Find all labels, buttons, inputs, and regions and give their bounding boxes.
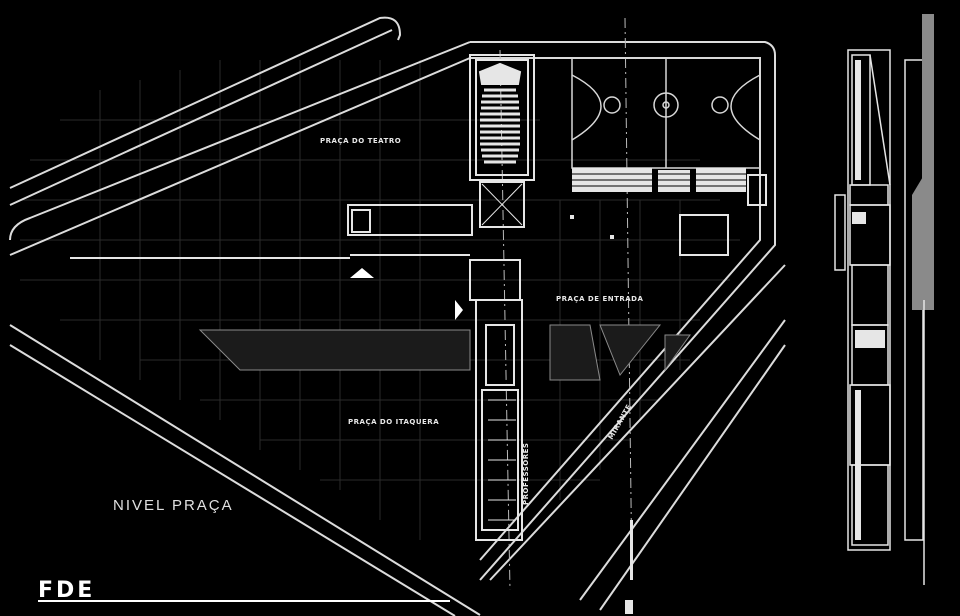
axis-lines [499,17,633,591]
entrance-arrows [350,268,463,320]
section-fills [852,60,885,540]
section-elevation [834,49,924,551]
label-praca-teatro: PRAÇA DO TEATRO [320,137,401,145]
paved-zones [198,324,691,381]
building-walls [70,174,767,541]
label-praca-entrada: PRAÇA DE ENTRADA [556,295,643,303]
label-praca-itaquera: PRAÇA DO ITAQUERA [348,418,439,426]
label-professores: PROFESSORES [522,443,530,505]
fde-logo: FDE [38,578,95,603]
theatre-auditorium [469,54,535,228]
sports-court [571,57,761,169]
label-mirante: MIRANTE [607,403,634,441]
label-nivel-praca: NIVEL PRAÇA [113,497,234,514]
theatre-seating-rows [480,88,520,164]
bleacher-lines [572,173,746,187]
markers [570,215,633,614]
building-details [488,399,516,521]
section-grey-wall [912,14,934,310]
